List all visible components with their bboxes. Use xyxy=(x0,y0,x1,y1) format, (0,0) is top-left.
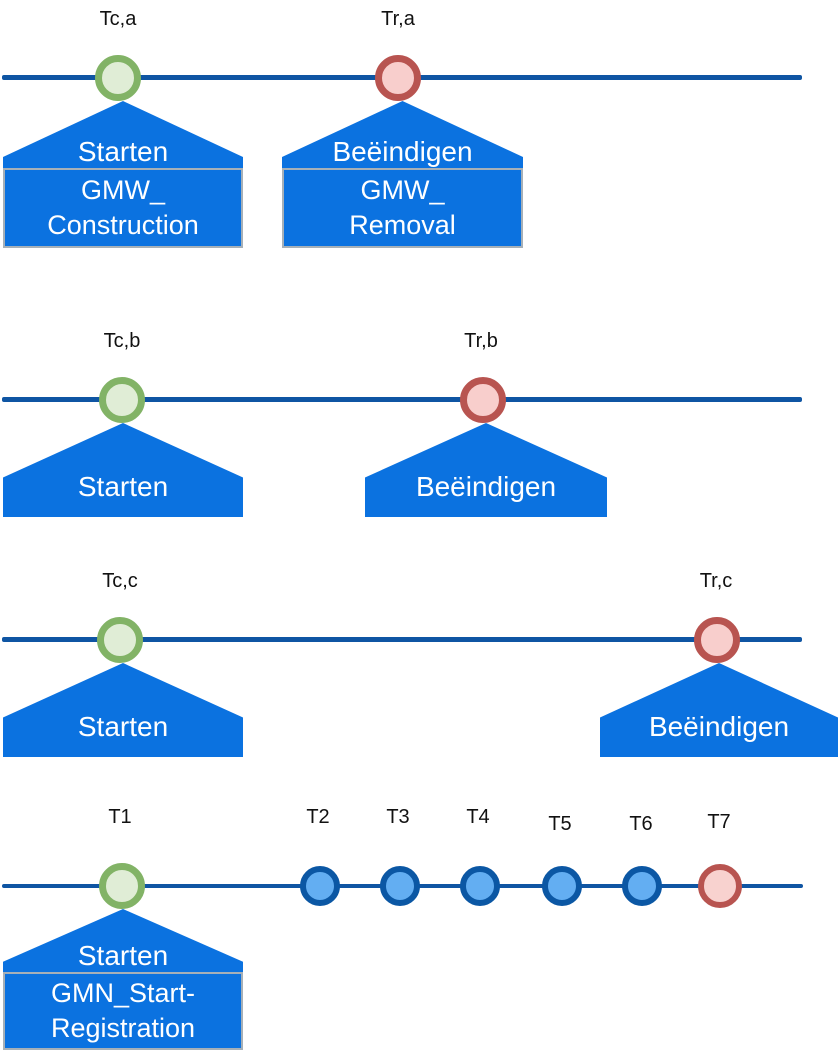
callout-label: Starten xyxy=(77,471,169,502)
callout-trapezoid: Starten xyxy=(3,423,243,517)
start-marker xyxy=(99,377,145,423)
end-marker xyxy=(375,55,421,101)
intermediate-marker xyxy=(460,866,500,906)
intermediate-marker xyxy=(542,866,582,906)
end-marker xyxy=(694,617,740,663)
timeline-line xyxy=(2,637,802,642)
box-line: GMW_ xyxy=(360,175,445,205)
start-marker xyxy=(97,617,143,663)
time-label: Tc,a xyxy=(99,8,137,30)
box-line: Construction xyxy=(47,210,199,240)
callout-trapezoid: Beëindigen xyxy=(365,423,607,517)
callout-trapezoid: Starten xyxy=(3,101,243,171)
callout-box: GMW_ Construction xyxy=(3,168,243,248)
time-label: Tr,b xyxy=(464,330,498,352)
time-label: T1 xyxy=(108,806,132,828)
time-label: Tr,a xyxy=(381,8,415,30)
intermediate-marker xyxy=(622,866,662,906)
time-label: T4 xyxy=(466,806,490,828)
time-label: T2 xyxy=(306,806,330,828)
start-marker xyxy=(95,55,141,101)
box-line: Registration xyxy=(50,1013,196,1043)
callout-label: Starten xyxy=(77,136,169,167)
callout-trapezoid: Starten xyxy=(3,909,243,975)
callout-label: Beëindigen xyxy=(332,136,473,167)
callout-trapezoid: Beëindigen xyxy=(282,101,523,171)
box-line: GMW_ xyxy=(81,175,165,205)
callout-box: GMN_Start- Registration xyxy=(3,972,243,1050)
time-label: Tc,b xyxy=(103,330,141,352)
time-label: Tr,c xyxy=(699,570,733,592)
callout-label: Beëindigen xyxy=(415,471,557,502)
time-label: Tc,c xyxy=(102,570,138,592)
end-marker xyxy=(460,377,506,423)
box-line: Removal xyxy=(349,210,456,240)
start-marker xyxy=(99,863,145,909)
callout-label: Starten xyxy=(77,711,169,742)
box-line: GMN_Start- xyxy=(50,978,196,1008)
callout-trapezoid: Beëindigen xyxy=(600,663,838,757)
time-label: T6 xyxy=(629,813,653,835)
intermediate-marker xyxy=(380,866,420,906)
intermediate-marker xyxy=(300,866,340,906)
time-label: T7 xyxy=(707,811,731,833)
time-label: T5 xyxy=(548,813,572,835)
callout-label: Beëindigen xyxy=(648,711,790,742)
callout-box: GMW_ Removal xyxy=(282,168,523,248)
end-marker xyxy=(698,864,742,908)
callout-label: Starten xyxy=(77,940,169,971)
time-label: T3 xyxy=(386,806,410,828)
timeline-line xyxy=(2,397,802,402)
callout-trapezoid: Starten xyxy=(3,663,243,757)
